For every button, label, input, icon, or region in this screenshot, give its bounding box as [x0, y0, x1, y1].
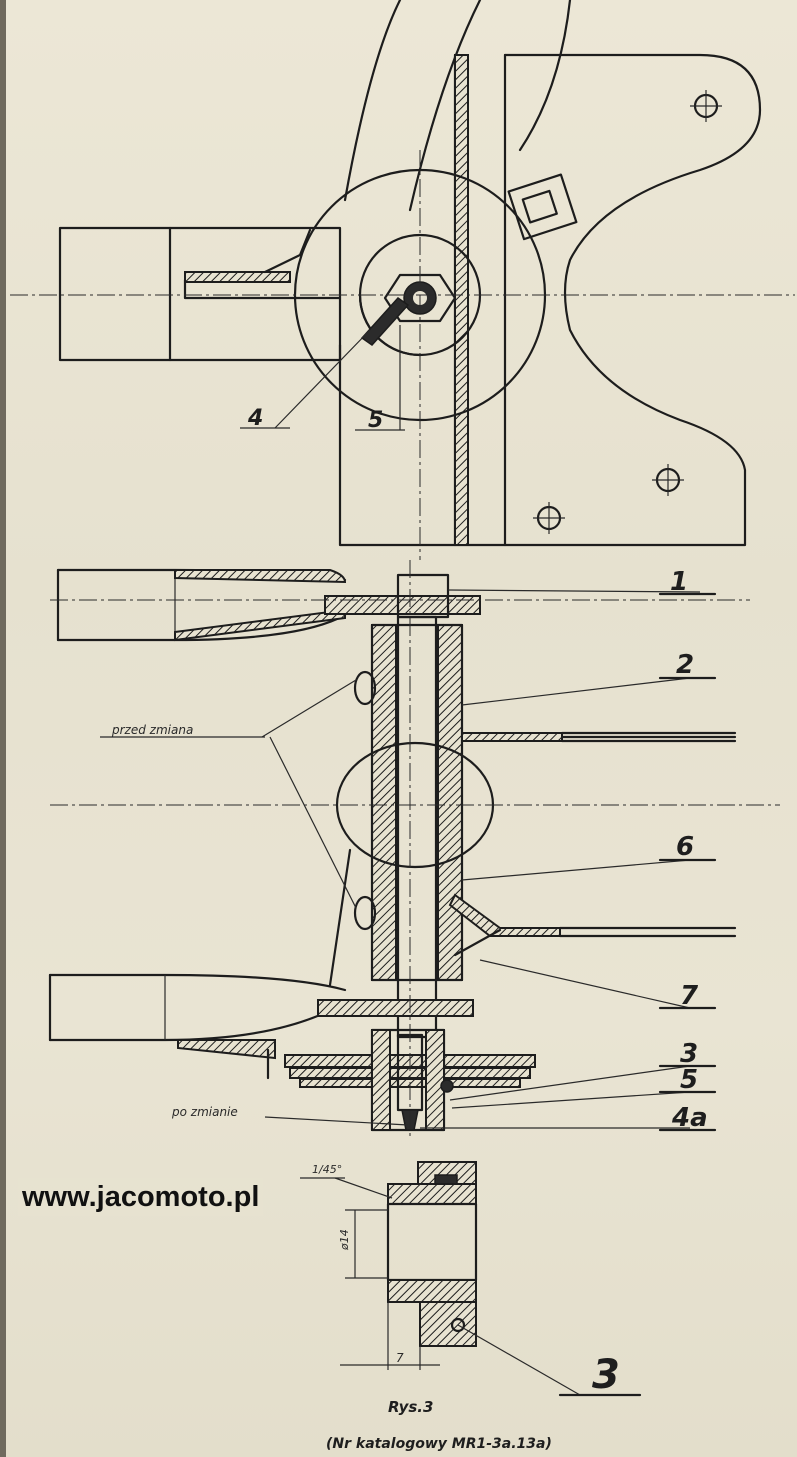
label-2: 2 — [676, 650, 694, 680]
label-top-5: 5 — [368, 408, 383, 433]
note-diameter: ø14 — [338, 1229, 351, 1251]
label-detail-3: 3 — [592, 1352, 620, 1398]
label-4a: 4a — [671, 1103, 708, 1133]
grease-nipple-upper — [353, 670, 377, 706]
label-5: 5 — [680, 1065, 698, 1095]
sleeve-2 — [370, 623, 464, 982]
mounting-hole-1 — [690, 90, 722, 122]
note-chamfer: 1/45° — [312, 1163, 342, 1176]
label-6: 6 — [676, 832, 694, 862]
left-arm-tube — [58, 226, 342, 362]
section-view — [48, 560, 780, 1140]
bracket-section-hatch — [454, 54, 469, 546]
outer-arc-left — [343, 0, 402, 202]
detail-bottom-block — [419, 1301, 477, 1347]
note-before-change: przed zmiana — [111, 723, 193, 737]
upper-bracket — [461, 732, 563, 742]
label-3: 3 — [680, 1039, 698, 1069]
catalog-number: (Nr katalogowy MR1-3a.13a) — [326, 1436, 552, 1452]
lower-bracket — [448, 893, 561, 937]
figure-caption: Rys.3 — [388, 1398, 433, 1416]
mounting-hole-3 — [533, 502, 565, 534]
hex-nut — [383, 273, 457, 323]
clamp-block — [507, 173, 578, 241]
top-cap — [324, 595, 481, 615]
bushing-right — [437, 624, 463, 981]
lower-plate — [317, 999, 474, 1017]
outer-arc-mid — [408, 0, 482, 212]
weld-plate — [184, 271, 291, 283]
lower-tube-top — [48, 973, 347, 992]
bushing-left — [371, 624, 397, 981]
grease-nipple-lower — [353, 895, 377, 931]
label-top-4: 4 — [247, 406, 263, 431]
note-after-change: po zmianie — [171, 1105, 238, 1119]
label-7: 7 — [680, 981, 699, 1011]
watermark-url: www.jacomoto.pl — [18, 1178, 264, 1216]
detail-lower-flange — [387, 1279, 477, 1303]
outer-arc-right — [518, 0, 572, 152]
detail-bore — [386, 1202, 478, 1282]
bracket-plate-outline — [338, 53, 762, 547]
washer-5 — [440, 1079, 454, 1093]
paper-fold-edge — [0, 0, 6, 1457]
mounting-hole-2 — [652, 464, 684, 496]
kingpin-body — [396, 615, 438, 1039]
detail-view — [300, 1161, 642, 1397]
label-1: 1 — [670, 567, 688, 597]
note-width: 7 — [396, 1351, 404, 1365]
detail-flange — [387, 1183, 477, 1205]
top-view — [10, 0, 795, 560]
